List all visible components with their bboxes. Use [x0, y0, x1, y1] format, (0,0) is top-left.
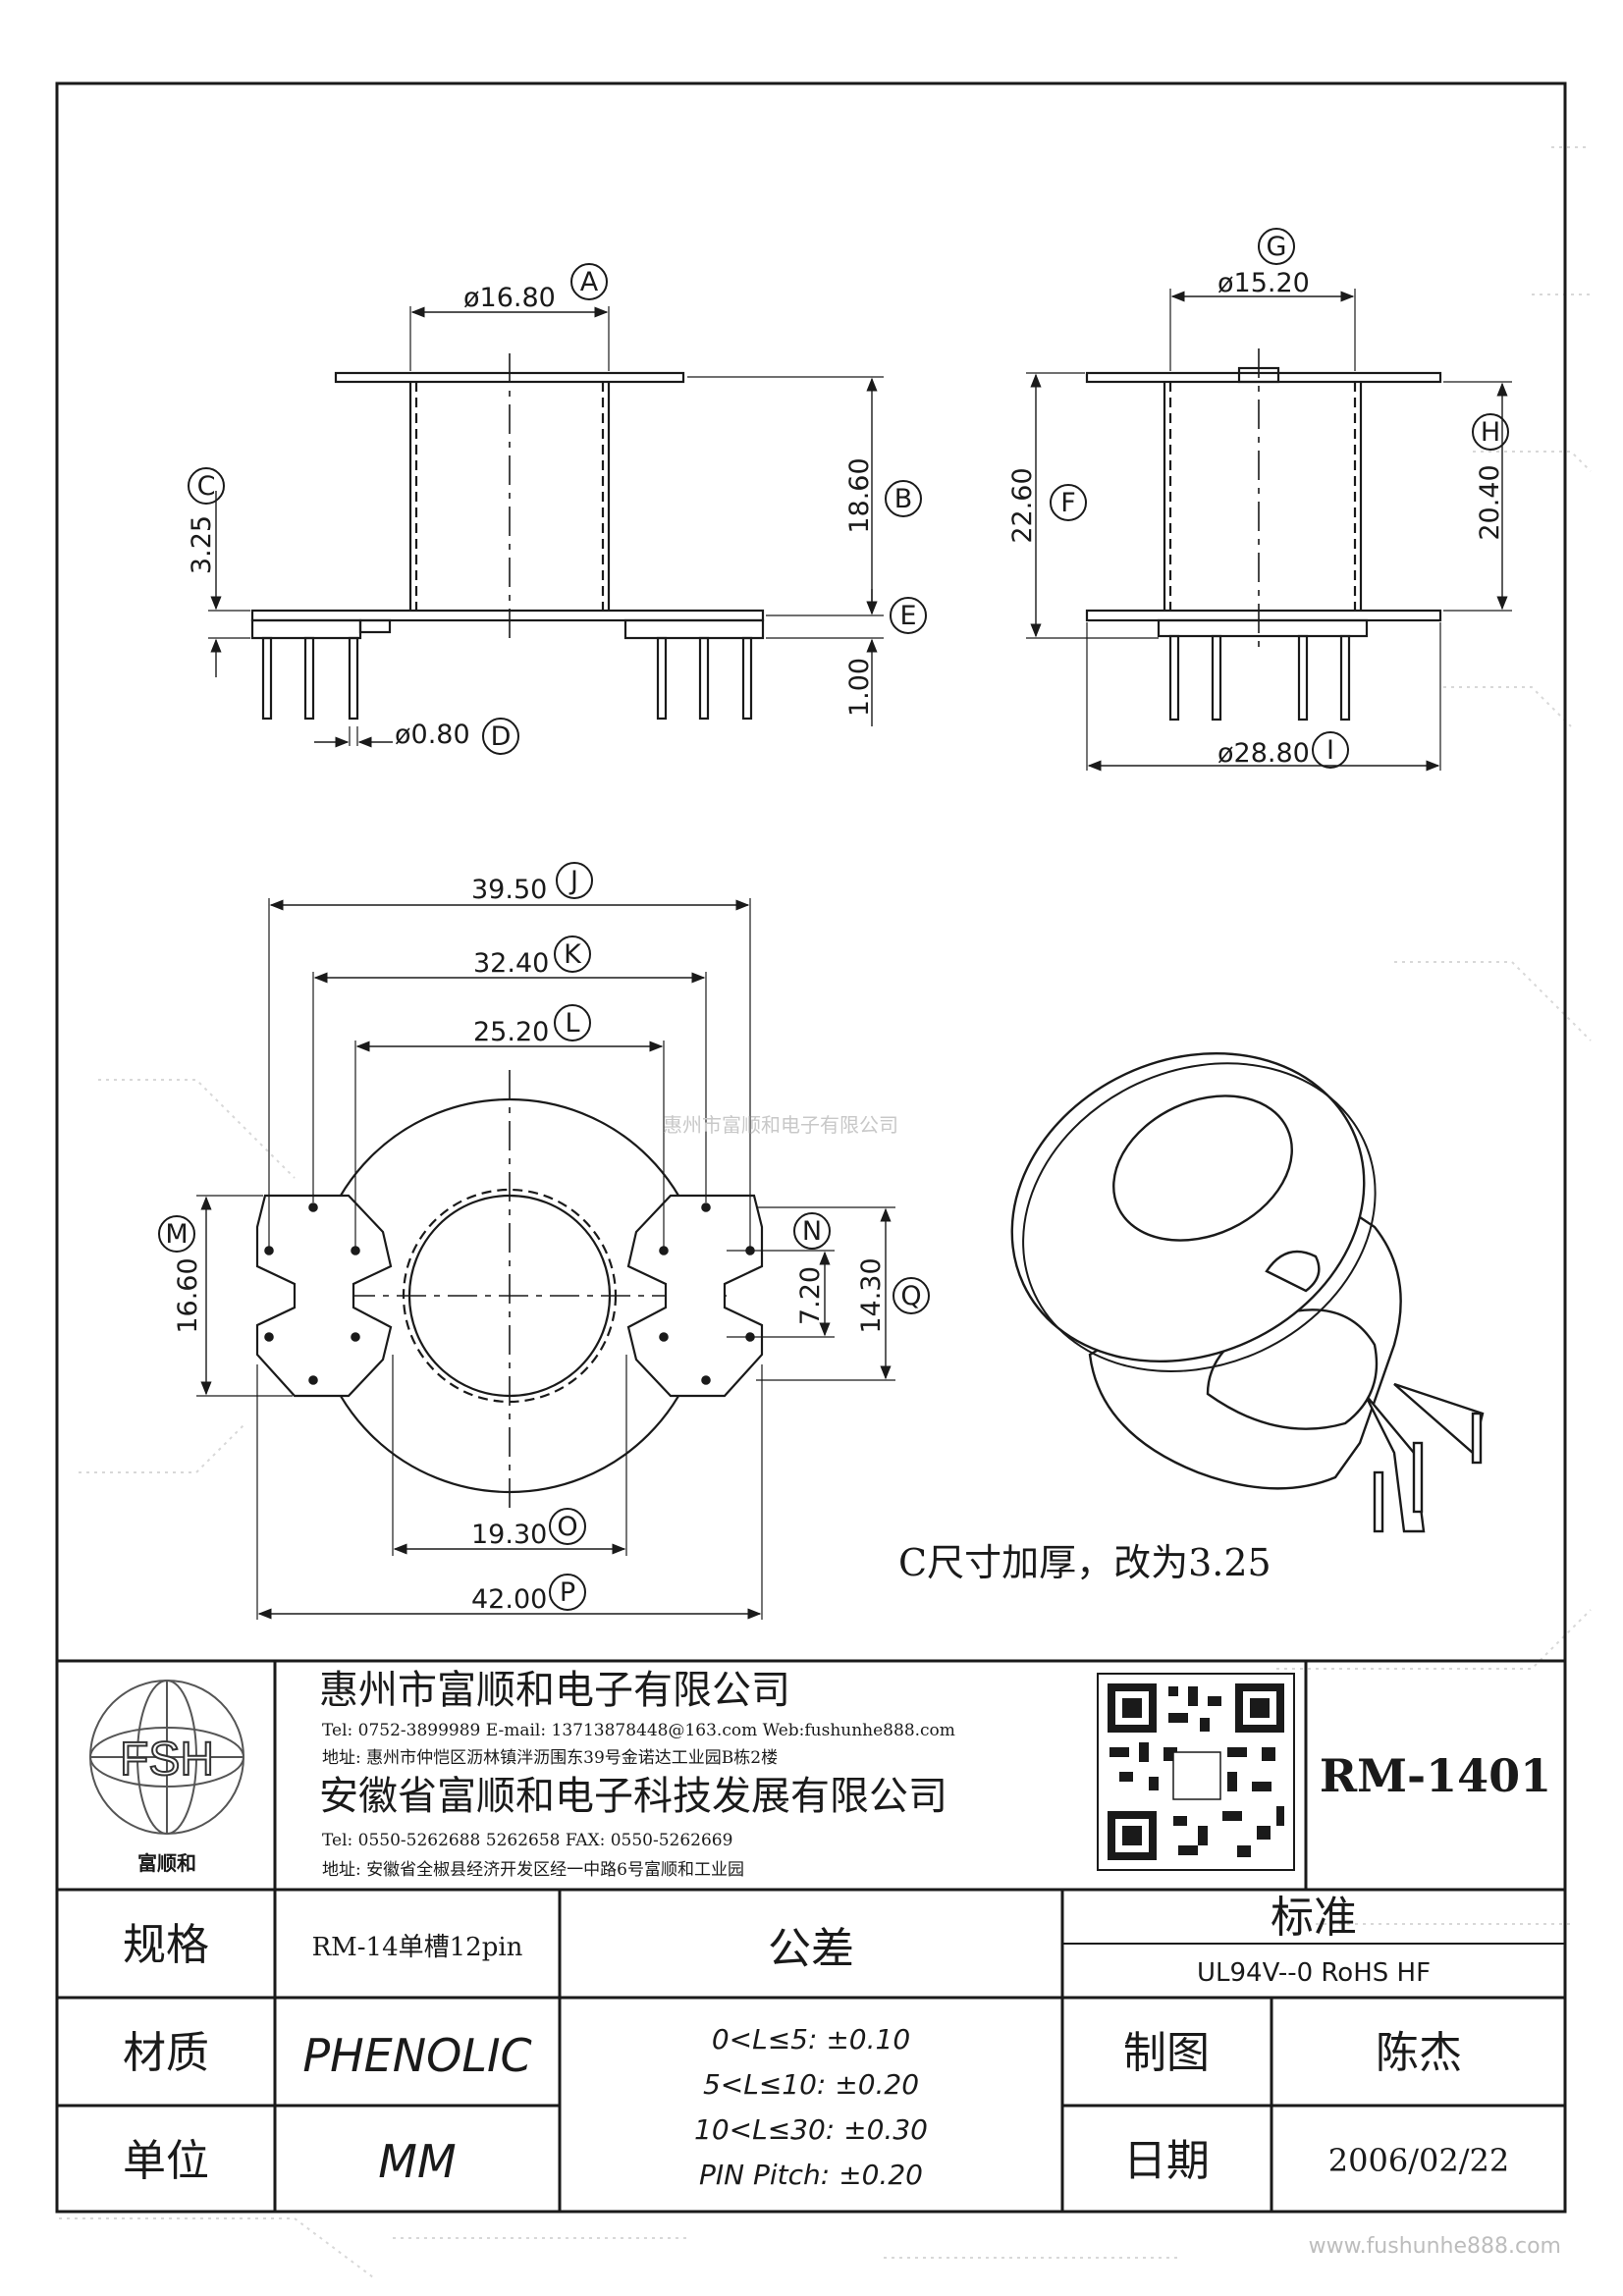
logo-letters: FSH	[120, 1734, 214, 1786]
side-top-flange	[1085, 371, 1442, 384]
qr-code	[1097, 1673, 1295, 1871]
company-logo	[89, 1680, 244, 1835]
side-view	[1026, 289, 1512, 772]
watermark-text: 惠州市富顺和电子有限公司	[663, 1113, 898, 1137]
unit-label: 单位	[123, 2136, 209, 2186]
side-pins	[1168, 634, 1351, 721]
dim-P-tag: P	[560, 1577, 575, 1608]
company2-name: 安徽省富顺和电子科技发展有限公司	[319, 1774, 947, 1819]
spec-label: 规格	[123, 1920, 209, 1970]
dim-N-value: 7.20	[795, 1266, 826, 1325]
revision-note: C尺寸加厚，改为3.25	[898, 1541, 1271, 1584]
dim-O-tag: O	[557, 1512, 577, 1542]
dim-P-value: 42.00	[471, 1584, 547, 1615]
drawn-label: 制图	[1123, 2028, 1210, 2078]
isometric-core-hole	[1112, 1095, 1293, 1242]
dim-E-tag: E	[899, 601, 916, 631]
company2-address: 地址: 安徽省全椒县经济开发区经一中路6号富顺和工业园	[322, 1860, 744, 1880]
dim-M-value: 16.60	[173, 1257, 203, 1333]
standard-value: UL94V--0 RoHS HF	[1197, 1958, 1431, 1988]
dim-D-value: ø0.80	[395, 720, 470, 750]
title-block-grid	[57, 1659, 1565, 2212]
side-bottom-flange	[1085, 609, 1442, 622]
bottom-right-pin-block	[626, 1194, 764, 1398]
front-pins	[261, 636, 753, 721]
dim-I-tag: I	[1326, 735, 1334, 766]
dim-Q-tag: Q	[900, 1281, 921, 1311]
dim-J-tag: J	[568, 866, 578, 896]
dim-Q-value: 14.30	[856, 1257, 887, 1333]
company1-name: 惠州市富顺和电子有限公司	[319, 1668, 790, 1713]
dim-K-value: 32.40	[473, 948, 549, 979]
dim-A-tag: A	[580, 267, 599, 297]
tolerance-line-4: PIN Pitch: ±0.20	[699, 2159, 923, 2191]
bottom-view	[196, 898, 895, 1620]
tolerance-line-2: 5<L≤10: ±0.20	[703, 2068, 919, 2101]
dim-H-value: 20.40	[1475, 464, 1505, 540]
dim-C-value: 3.25	[187, 515, 217, 574]
side-view-labels: G ø15.20 22.60 F H 20.40 ø28.80 I	[1007, 228, 1509, 769]
dim-E-value: 1.00	[844, 658, 875, 717]
tolerance-label: 公差	[768, 1924, 854, 1974]
front-view-labels: ø16.80 A 18.60 B 3.25 C E 1.00 ø0.80 D	[187, 263, 927, 755]
dim-B-value: 18.60	[844, 457, 875, 533]
dim-G-tag: G	[1267, 232, 1287, 262]
date-label: 日期	[1123, 2136, 1210, 2186]
logo-caption: 富顺和	[137, 1851, 196, 1875]
dim-C-tag: C	[197, 471, 216, 502]
dim-M-tag: M	[165, 1219, 188, 1250]
company1-contact: Tel: 0752-3899989 E-mail: 13713878448@16…	[322, 1721, 955, 1740]
unit-value: MM	[378, 2135, 456, 2188]
dim-L-tag: L	[565, 1008, 579, 1039]
site-watermark: www.fushunhe888.com	[1309, 2234, 1561, 2259]
dim-N-tag: N	[802, 1216, 822, 1247]
dim-B-tag: B	[894, 484, 913, 514]
front-bottom-flange	[250, 609, 765, 622]
tolerance-line-1: 0<L≤5: ±0.10	[712, 2023, 910, 2056]
dim-H-tag: H	[1481, 417, 1500, 448]
dim-A-value: ø16.80	[463, 283, 556, 313]
dim-O-value: 19.30	[471, 1520, 547, 1550]
dim-G-value: ø15.20	[1217, 268, 1310, 298]
dim-I-value: ø28.80	[1217, 738, 1310, 769]
company2-contact: Tel: 0550-5262688 5262658 FAX: 0550-5262…	[322, 1831, 732, 1850]
part-number: RM-1401	[1320, 1749, 1551, 1802]
front-view	[208, 306, 884, 748]
drawn-value: 陈杰	[1376, 2028, 1462, 2078]
company1-address: 地址: 惠州市仲恺区沥林镇泮沥围东39号金诺达工业园B栋2楼	[322, 1748, 778, 1768]
material-value: PHENOLIC	[302, 2029, 531, 2082]
bottom-view-labels: 39.50 J 32.40 K 25.20 L M 16.60 N 7.20 1…	[158, 862, 930, 1615]
standard-label: 标准	[1271, 1893, 1357, 1943]
dim-K-tag: K	[564, 939, 582, 970]
bottom-left-pin-block	[255, 1194, 393, 1398]
date-value: 2006/02/22	[1328, 2142, 1509, 2179]
material-label: 材质	[123, 2028, 209, 2078]
dim-J-value: 39.50	[471, 875, 547, 905]
dim-L-value: 25.20	[473, 1017, 549, 1047]
tolerance-line-3: 10<L≤30: ±0.30	[694, 2113, 928, 2146]
spec-value: RM-14单槽12pin	[312, 1933, 523, 1962]
dim-F-value: 22.60	[1007, 467, 1038, 543]
sheet-border	[55, 81, 1567, 2214]
isometric-view	[1010, 1051, 1485, 1533]
dim-D-tag: D	[491, 721, 512, 752]
dim-F-tag: F	[1060, 488, 1076, 518]
